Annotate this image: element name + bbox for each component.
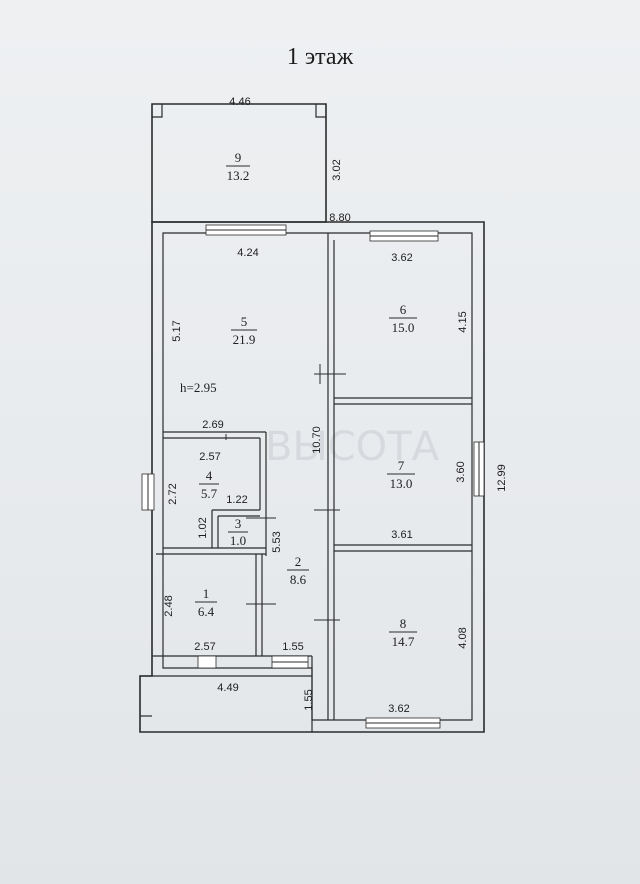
dim-label: 5.53 (271, 531, 283, 552)
svg-text:13.0: 13.0 (390, 476, 413, 491)
svg-text:1.0: 1.0 (230, 533, 246, 548)
room-8-label: 8 14.7 (389, 616, 417, 649)
svg-text:8.6: 8.6 (290, 572, 307, 587)
room-4-label: 4 5.7 (199, 468, 219, 501)
svg-text:2: 2 (295, 554, 302, 569)
svg-text:3: 3 (235, 516, 242, 531)
watermark: ВЫСОТА (265, 424, 440, 470)
svg-text:15.0: 15.0 (392, 320, 415, 335)
dim-label: 1.55 (282, 641, 303, 653)
dim-label: 4.15 (457, 311, 469, 332)
dim-label: 4.49 (217, 682, 238, 694)
room-2-label: 2 8.6 (287, 554, 309, 587)
dim-label: 3.62 (391, 252, 412, 264)
room-9-corner (315, 104, 326, 118)
dim-label: 8.80 (329, 212, 350, 224)
dim-label: 2.57 (194, 641, 215, 653)
dim-label: 10.70 (311, 426, 323, 454)
svg-text:13.2: 13.2 (227, 168, 250, 183)
room-1-label: 1 6.4 (195, 586, 217, 619)
svg-text:6: 6 (400, 302, 407, 317)
dim-label: 4.24 (237, 247, 258, 259)
dim-label: 12.99 (496, 464, 508, 492)
dim-label: 2.72 (167, 483, 179, 504)
svg-text:5: 5 (241, 314, 248, 329)
dim-label: 1.55 (303, 689, 315, 710)
room-9-label: 9 13.2 (226, 150, 250, 183)
dim-label: 3.02 (331, 159, 343, 180)
page-title: 1 этаж (286, 44, 354, 70)
dim-label: 2.69 (202, 419, 223, 431)
svg-text:21.9: 21.9 (233, 332, 256, 347)
room-5-label: 5 21.9 (231, 314, 257, 347)
dim-label: 3.60 (455, 461, 467, 482)
door-room-1 (197, 655, 217, 669)
svg-text:9: 9 (235, 150, 242, 165)
room-6-label: 6 15.0 (389, 302, 417, 335)
dim-label: 2.48 (163, 595, 175, 616)
svg-text:8: 8 (400, 616, 407, 631)
room-7-label: 7 13.0 (387, 458, 415, 491)
dim-label: 1.02 (197, 517, 209, 538)
svg-text:6.4: 6.4 (198, 604, 215, 619)
svg-text:1: 1 (203, 586, 210, 601)
dim-label: 4.46 (229, 96, 250, 108)
dim-label: 3.61 (391, 529, 412, 541)
dim-label: 2.57 (199, 451, 220, 463)
dim-label: 3.62 (388, 703, 409, 715)
dim-label: 1.22 (226, 494, 247, 506)
room-9-corner (152, 104, 163, 118)
svg-text:4: 4 (206, 468, 213, 483)
ceiling-height: h=2.95 (180, 380, 217, 395)
svg-text:5.7: 5.7 (201, 486, 218, 501)
room-3-label: 3 1.0 (228, 516, 248, 548)
svg-text:14.7: 14.7 (392, 634, 415, 649)
dim-label: 5.17 (171, 320, 183, 341)
svg-text:7: 7 (398, 458, 405, 473)
dim-label: 4.08 (457, 627, 469, 648)
